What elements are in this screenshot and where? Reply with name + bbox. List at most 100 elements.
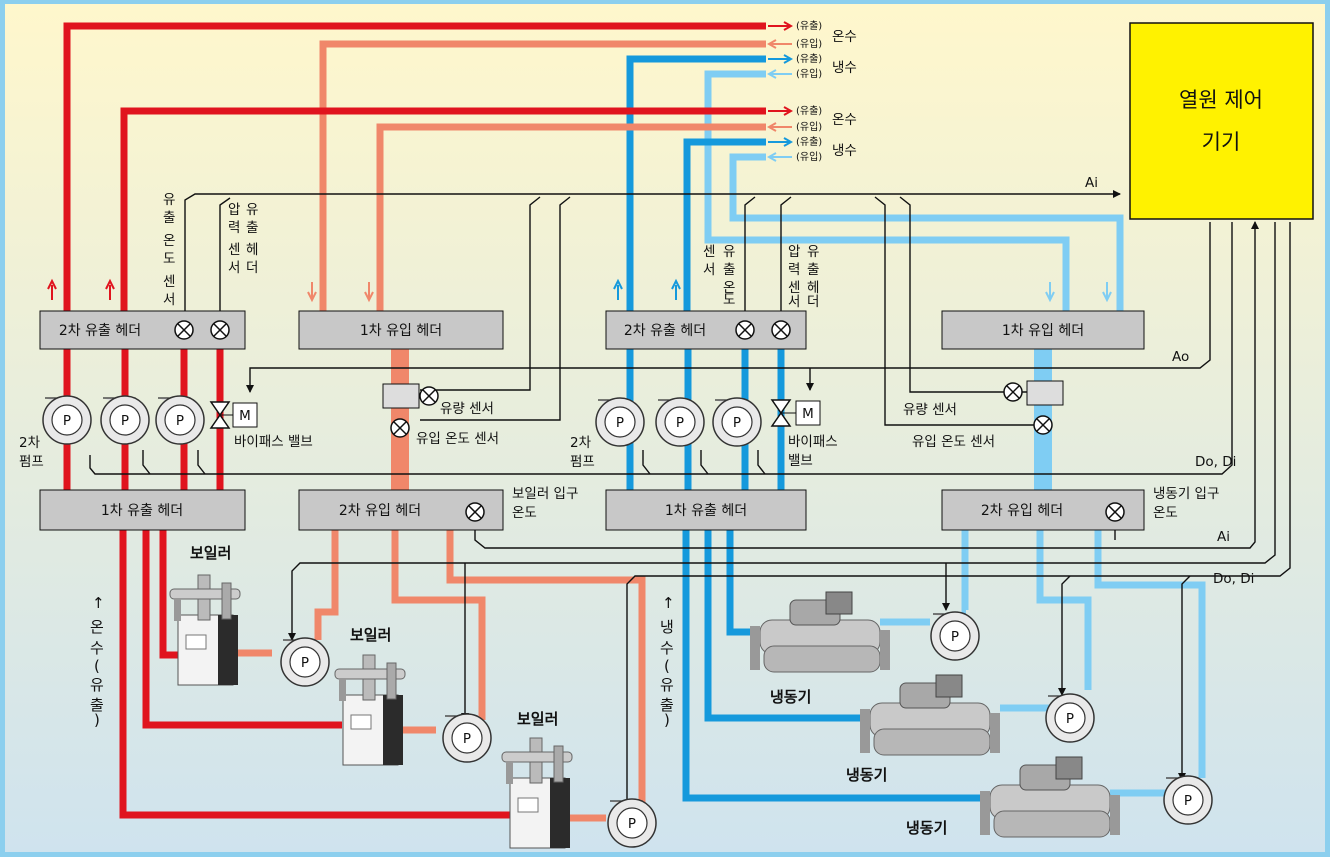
svg-text:출: 출: [807, 262, 819, 278]
bypass-valve-cold-l2: 밸브: [788, 453, 813, 469]
boiler-2-label: 보일러: [350, 626, 391, 644]
header-cold-secondary-out: 2차 유출 헤더: [624, 323, 706, 339]
motor-label-hot: M: [239, 408, 251, 424]
cold2-in-label: (유입): [796, 150, 822, 163]
svg-text:도: 도: [163, 251, 175, 267]
pipe-legend: (유출) (유입) 온수 (유출) (유입) 냉수 (유출) (유입) 온수 (…: [766, 20, 857, 163]
pump-label: P: [121, 413, 129, 429]
signal-ai-top: Ai: [1085, 175, 1098, 191]
svg-text:도: 도: [723, 292, 735, 308]
pump-label: P: [463, 731, 471, 747]
pump-label: P: [628, 816, 636, 832]
controller-line1: 열원 제어: [1179, 88, 1263, 112]
boiler-inlet-temp-l1: 보일러 입구: [512, 486, 578, 502]
svg-text:수: 수: [660, 639, 674, 657]
header-cold-secondary-in: 2차 유입 헤더: [981, 503, 1063, 519]
secondary-pump-hot-l2: 펌프: [19, 454, 44, 470]
pump-label: P: [951, 629, 959, 645]
svg-text:온: 온: [90, 618, 104, 636]
flow-sensor-hot: 유량 센서: [440, 401, 494, 417]
boiler-1-label: 보일러: [190, 544, 231, 562]
svg-text:(: (: [664, 657, 670, 675]
bypass-valve-cold-l1: 바이패스: [788, 434, 838, 450]
hot2-out-label: (유출): [796, 105, 822, 117]
chiller-inlet-temp-l2: 온도: [1153, 505, 1178, 521]
flow-sensor-cold: 유량 센서: [903, 402, 957, 418]
chiller-2-label: 냉동기: [846, 766, 887, 784]
secondary-pump-cold-l1: 2차: [570, 435, 592, 451]
svg-text:헤: 헤: [807, 280, 819, 296]
controller-line2: 기기: [1202, 130, 1241, 154]
cold-outlet-temp-sensor-vertical: 센 서 유 출 온 도: [703, 244, 735, 308]
boilers: 보일러 보일러 보일러: [169, 544, 573, 849]
hot1-name: 온수: [832, 29, 857, 45]
signal-dodi-1: Do, Di: [1195, 454, 1236, 470]
svg-text:헤: 헤: [246, 242, 258, 258]
svg-text:유: 유: [163, 192, 175, 208]
svg-text:출: 출: [90, 696, 104, 714]
pump-label: P: [616, 415, 624, 431]
hot2-in-label: (유입): [796, 120, 822, 133]
secondary-pumps: P P P P P P: [42, 395, 762, 447]
sensors: [174, 320, 1125, 522]
header-cold-primary-out: 1차 유출 헤더: [665, 503, 747, 519]
hot2-name: 온수: [832, 112, 857, 128]
svg-text:유: 유: [90, 676, 104, 694]
signal-dodi-2: Do, Di: [1213, 571, 1254, 587]
flow-arrows: [47, 278, 1112, 303]
svg-text:출: 출: [163, 210, 175, 226]
svg-text:): ): [94, 711, 100, 729]
svg-text:냉: 냉: [660, 618, 674, 636]
signal-lines: [89, 190, 1291, 809]
svg-text:↑: ↑: [662, 594, 675, 612]
pump-label: P: [63, 413, 71, 429]
svg-text:유: 유: [246, 202, 258, 218]
svg-text:센: 센: [703, 244, 715, 260]
svg-text:출: 출: [723, 262, 735, 278]
secondary-pump-hot-l1: 2차: [19, 435, 41, 451]
hot-pressure-sensor-vertical: 압 력 센 서: [228, 202, 240, 276]
pump-label: P: [301, 655, 309, 671]
svg-text:온: 온: [723, 280, 735, 296]
signal-ai-2: Ai: [1217, 529, 1230, 545]
svg-text:↑: ↑: [92, 594, 105, 612]
svg-text:서: 서: [163, 292, 175, 308]
pump-label: P: [1184, 793, 1192, 809]
signal-ao: Ao: [1172, 349, 1189, 365]
svg-text:더: 더: [246, 260, 258, 276]
boiler-3-label: 보일러: [517, 710, 558, 728]
svg-text:유: 유: [723, 244, 735, 260]
svg-text:력: 력: [788, 262, 800, 278]
cold-supply-caption: ↑ 냉 수 ( 유 출 ): [660, 594, 675, 729]
cold1-name: 냉수: [832, 60, 857, 76]
svg-text:출: 출: [246, 220, 258, 236]
pump-label: P: [176, 413, 184, 429]
svg-text:(: (: [94, 657, 100, 675]
pipes: [63, 22, 1206, 822]
hot-supply-caption: ↑ 온 수 ( 유 출 ): [90, 594, 105, 729]
chillers: 냉동기 냉동기 냉동기: [749, 591, 1121, 838]
cold2-out-label: (유출): [796, 136, 822, 148]
svg-text:출: 출: [660, 696, 674, 714]
hot1-in-label: (유입): [796, 37, 822, 50]
svg-text:압: 압: [788, 244, 800, 260]
inlet-temp-sensor-hot: 유입 온도 센서: [416, 431, 499, 447]
svg-text:수: 수: [90, 639, 104, 657]
cold1-out-label: (유출): [796, 53, 822, 65]
hot-outlet-header-vertical: 유 출 헤 더: [246, 202, 258, 276]
svg-text:온: 온: [163, 233, 175, 249]
header-hot-secondary-in: 2차 유입 헤더: [339, 503, 421, 519]
heat-source-controller: 열원 제어 기기: [1129, 22, 1314, 220]
svg-text:서: 서: [788, 294, 800, 310]
inlet-temp-sensor-cold: 유입 온도 센서: [912, 434, 995, 450]
svg-text:유: 유: [660, 676, 674, 694]
boiler-inlet-temp-l2: 온도: [512, 505, 537, 521]
svg-text:유: 유: [807, 244, 819, 260]
svg-text:서: 서: [703, 262, 715, 278]
pump-label: P: [733, 415, 741, 431]
svg-text:더: 더: [807, 294, 819, 310]
chiller-1-label: 냉동기: [770, 688, 811, 706]
header-hot-primary-out: 1차 유출 헤더: [101, 503, 183, 519]
